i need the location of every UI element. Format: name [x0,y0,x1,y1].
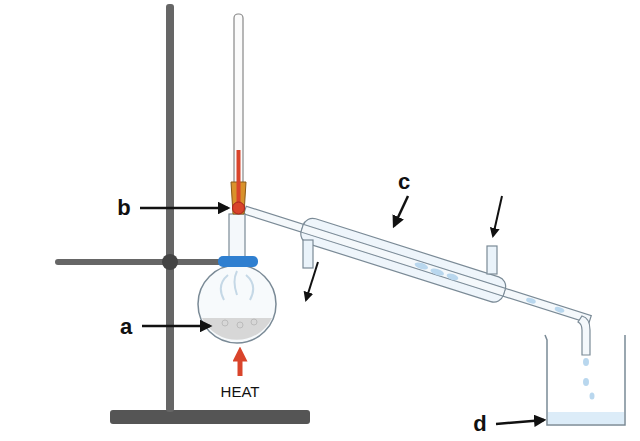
leader-arrow [140,207,228,210]
vapour [221,271,253,300]
thermometer [234,14,243,210]
clamp-ring [218,256,258,267]
thermometer-bulb [233,202,245,214]
stand-base [110,410,310,424]
water-in-arrow [493,196,502,236]
water-out-arrow [306,262,318,300]
round-bottom-flask [198,265,276,343]
distillate [548,412,624,424]
mixture [202,318,272,340]
callout-letter: a [120,316,132,338]
delivery-tube [578,316,590,355]
water-outlet [303,240,313,268]
callout-letter: c [398,171,410,193]
beaker [545,335,625,425]
clamp-arm [55,259,225,265]
leader-arrow [394,196,408,226]
callout-letter: b [117,197,130,219]
water-inlet [487,246,497,274]
heat-label: HEAT [221,384,260,399]
callout-letter: d [473,413,486,435]
clamp-boss [162,254,178,270]
condenser [241,198,594,332]
heat-arrow [238,354,243,376]
leader-arrow [496,420,544,424]
leader-arrow [142,325,210,328]
